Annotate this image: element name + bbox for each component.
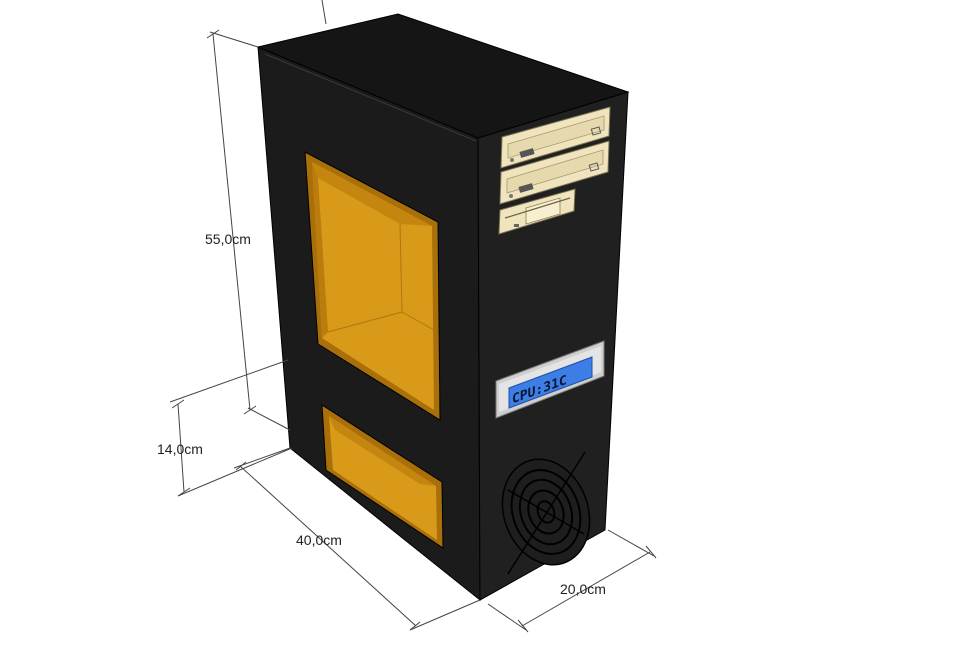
lcd-display: CPU:31C xyxy=(495,340,605,419)
drive-bay-2 xyxy=(499,140,610,205)
dimension-foot-label: 14,0cm xyxy=(157,441,203,457)
floppy-drive xyxy=(498,188,576,235)
side-window-lower xyxy=(321,404,444,549)
dimension-depth-label: 40,0cm xyxy=(296,532,342,548)
dimension-height-label: 55,0cm xyxy=(205,231,251,247)
drive-bay-1 xyxy=(500,106,611,169)
dimension-lines xyxy=(169,0,657,633)
case-top-face xyxy=(256,13,630,139)
fan-grille xyxy=(501,451,591,575)
dimension-width-label: 20,0cm xyxy=(560,581,606,597)
side-window-upper xyxy=(304,151,441,421)
case-bevel xyxy=(264,53,477,142)
